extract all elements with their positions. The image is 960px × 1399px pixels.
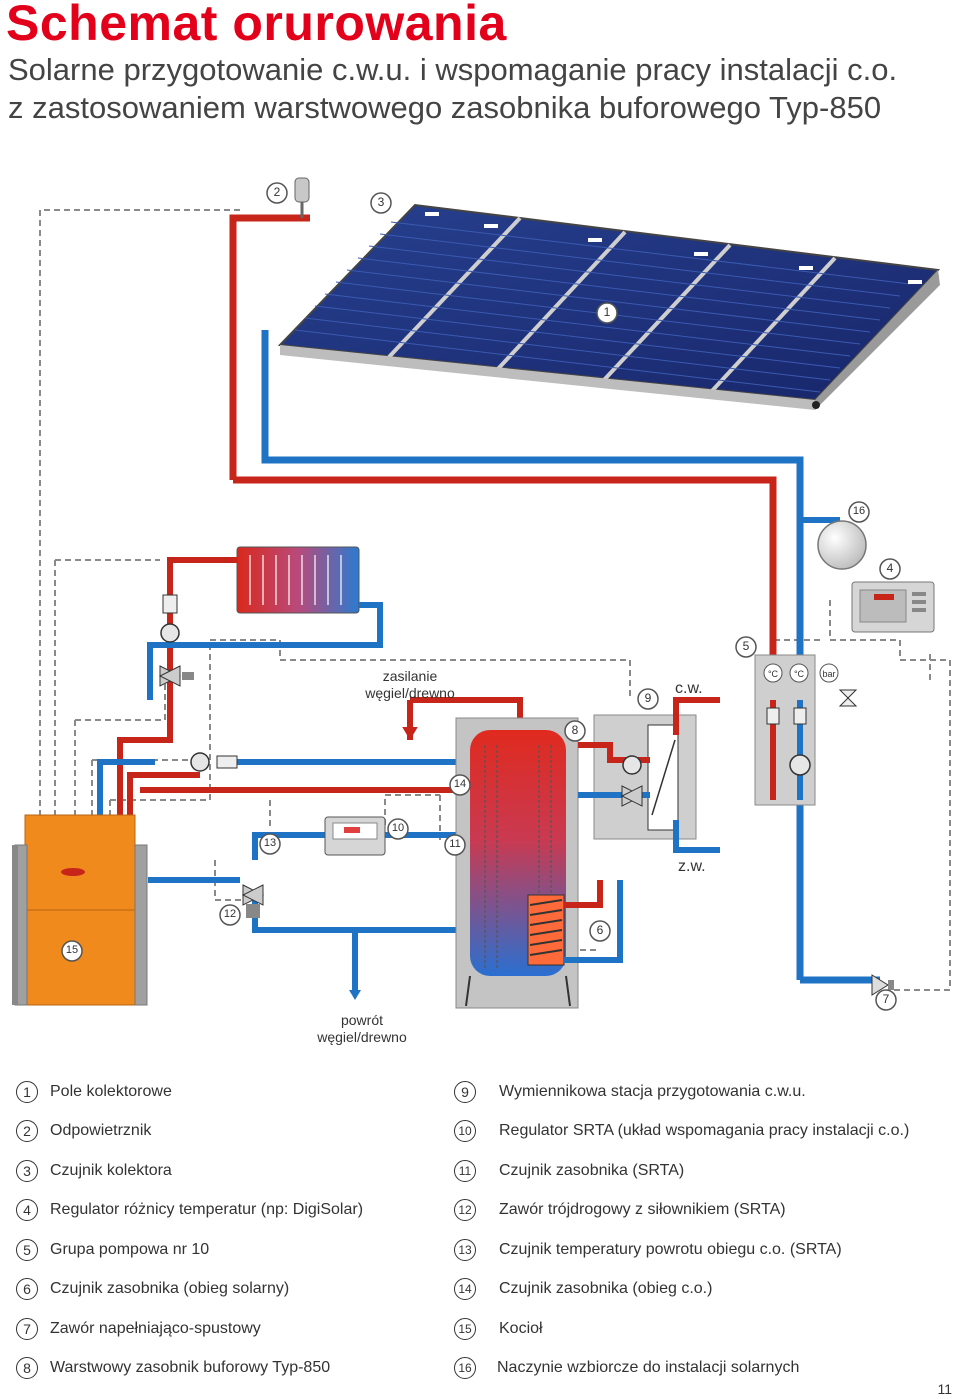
srta-controller bbox=[324, 816, 386, 856]
pump-group bbox=[754, 654, 858, 806]
callout-12: 12 bbox=[223, 908, 237, 920]
legend-number: 9 bbox=[454, 1081, 476, 1103]
legend-item: 8 Warstwowy zasobnik buforowy Typ-850 bbox=[16, 1355, 330, 1381]
legend-text: Czujnik kolektora bbox=[50, 1162, 172, 1179]
legend-item: 6 Czujnik zasobnika (obieg solarny) bbox=[16, 1276, 289, 1302]
callout-6: 6 bbox=[596, 923, 604, 937]
legend-number: 1 bbox=[16, 1081, 38, 1103]
legend-number: 5 bbox=[16, 1239, 38, 1261]
legend-number: 12 bbox=[454, 1199, 476, 1221]
callout-8: 8 bbox=[571, 723, 579, 737]
legend-item: 13 Czujnik temperatury powrotu obiegu c.o… bbox=[454, 1237, 842, 1263]
drain-valve bbox=[871, 974, 894, 996]
legend-item: 16 Naczynie wzbiorcze do instalacji solar… bbox=[454, 1355, 799, 1381]
legend-text: Regulator różnicy temperatur (np: DigiSo… bbox=[50, 1201, 364, 1218]
legend-text: Czujnik zasobnika (obieg c.o.) bbox=[499, 1280, 713, 1297]
legend-text: Wymiennikowa stacja przygotowania c.w.u. bbox=[499, 1083, 806, 1100]
label-cw: c.w. bbox=[675, 680, 703, 697]
legend-number: 13 bbox=[454, 1239, 476, 1261]
callout-4: 4 bbox=[886, 561, 894, 575]
callout-11: 11 bbox=[449, 838, 461, 850]
legend-item: 10 Regulator SRTA (układ wspomagania prac… bbox=[454, 1118, 909, 1144]
legend-item: 9 Wymiennikowa stacja przygotowania c.w.u… bbox=[454, 1079, 806, 1105]
legend-text: Grupa pompowa nr 10 bbox=[50, 1241, 210, 1258]
legend-item: 7 Zawór napełniająco-spustowy bbox=[16, 1316, 261, 1342]
legend-number: 8 bbox=[16, 1357, 38, 1379]
legend-text: Czujnik zasobnika (SRTA) bbox=[499, 1162, 685, 1179]
legend-text: Zawór napełniająco-spustowy bbox=[50, 1320, 261, 1337]
gauge-pressure: bar bbox=[822, 669, 836, 679]
legend-number: 10 bbox=[454, 1120, 476, 1142]
legend-item: 11 Czujnik zasobnika (SRTA) bbox=[454, 1158, 684, 1184]
legend-number: 4 bbox=[16, 1199, 38, 1221]
legend-text: Odpowietrznik bbox=[50, 1122, 152, 1139]
legend-text: Naczynie wzbiorcze do instalacji solarny… bbox=[497, 1359, 800, 1376]
supply-arrow bbox=[402, 712, 418, 740]
legend-text: Zawór trójdrogowy z siłownikiem (SRTA) bbox=[499, 1201, 786, 1218]
callout-1: 1 bbox=[603, 305, 611, 319]
callout-7: 7 bbox=[882, 992, 890, 1006]
legend-text: Pole kolektorowe bbox=[50, 1083, 172, 1100]
page-number: 11 bbox=[937, 1381, 952, 1397]
return-arrow bbox=[349, 990, 361, 1000]
callout-10: 10 bbox=[391, 822, 405, 834]
subtitle-line-1: Solarne przygotowanie c.w.u. i wspomagan… bbox=[8, 52, 898, 87]
legend-item: 3 Czujnik kolektora bbox=[16, 1158, 172, 1184]
callout-circles bbox=[61, 182, 901, 1011]
air-vent bbox=[294, 177, 310, 218]
label-return: powrót węgiel/drewno bbox=[317, 1012, 407, 1045]
solar-controller bbox=[851, 581, 935, 633]
legend-text: Regulator SRTA (układ wspomagania pracy … bbox=[499, 1122, 910, 1139]
heating-valves bbox=[158, 594, 265, 918]
legend-number: 6 bbox=[16, 1278, 38, 1300]
dhw-station bbox=[578, 697, 720, 853]
legend-item: 2 Odpowietrznik bbox=[16, 1118, 151, 1144]
piping-diagram bbox=[12, 177, 951, 1011]
tank-solar-piping bbox=[564, 880, 623, 963]
legend-item: 5 Grupa pompowa nr 10 bbox=[16, 1237, 209, 1263]
label-zw: z.w. bbox=[678, 858, 706, 875]
legend-text: Czujnik temperatury powrotu obiegu c.o. … bbox=[499, 1241, 842, 1258]
legend-number: 3 bbox=[16, 1160, 38, 1182]
legend-number: 2 bbox=[16, 1120, 38, 1142]
callout-9: 9 bbox=[644, 691, 652, 705]
gauge-temp-2: °C bbox=[793, 669, 805, 679]
radiator bbox=[236, 546, 360, 614]
callout-14: 14 bbox=[453, 778, 467, 790]
legend-item: 12 Zawór trójdrogowy z siłownikiem (SRTA) bbox=[454, 1197, 786, 1223]
legend-item: 15 Kocioł bbox=[454, 1316, 543, 1342]
boiler-piping bbox=[127, 772, 470, 995]
callout-2: 2 bbox=[273, 185, 281, 199]
expansion-vessel bbox=[800, 517, 867, 570]
page-title: Schemat orurowania bbox=[6, 0, 507, 51]
signal-wires bbox=[39, 209, 951, 1000]
legend-number: 14 bbox=[454, 1278, 476, 1300]
legend-number: 7 bbox=[16, 1318, 38, 1340]
callout-13: 13 bbox=[263, 837, 277, 849]
legend-number: 11 bbox=[454, 1160, 476, 1182]
subtitle-line-2: z zastosowaniem warstwowego zasobnika bu… bbox=[8, 90, 882, 125]
legend-number: 16 bbox=[454, 1357, 476, 1379]
callout-16: 16 bbox=[852, 505, 866, 517]
legend-number: 15 bbox=[454, 1318, 476, 1340]
legend-text: Warstwowy zasobnik buforowy Typ-850 bbox=[50, 1359, 331, 1376]
legend-item: 4 Regulator różnicy temperatur (np: DigiS… bbox=[16, 1197, 363, 1223]
gauge-temp-1: °C bbox=[767, 669, 779, 679]
legend-text: Kocioł bbox=[499, 1320, 543, 1337]
label-supply: zasilanie węgiel/drewno bbox=[365, 668, 455, 701]
callout-15: 15 bbox=[65, 944, 79, 956]
callout-3: 3 bbox=[377, 195, 385, 209]
buffer-tank bbox=[455, 717, 579, 1009]
boiler bbox=[12, 814, 148, 1006]
legend-text: Czujnik zasobnika (obieg solarny) bbox=[50, 1280, 290, 1297]
legend-item: 1 Pole kolektorowe bbox=[16, 1079, 172, 1105]
legend-item: 14 Czujnik zasobnika (obieg c.o.) bbox=[454, 1276, 712, 1302]
callout-5: 5 bbox=[742, 639, 750, 653]
